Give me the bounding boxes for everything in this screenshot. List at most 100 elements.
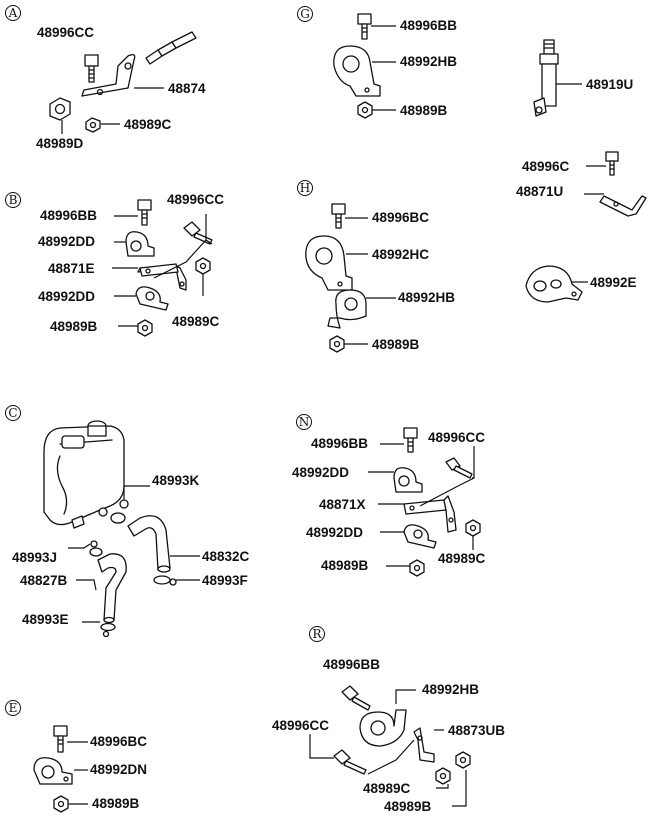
bracket-icon <box>403 495 457 533</box>
bolt-icon <box>333 749 367 775</box>
bolt-icon <box>84 54 99 83</box>
bolt-icon <box>403 427 418 453</box>
bolt-icon <box>357 13 372 40</box>
part-label: 48996CC <box>37 25 94 40</box>
part-label: 48993E <box>22 612 69 627</box>
part-label: 48989B <box>400 103 448 118</box>
section-g: G 48996BB 48992HB 48989B <box>297 6 457 119</box>
part-label: 48993J <box>12 550 57 565</box>
section-marker-e <box>5 700 21 716</box>
part-label: 48992DD <box>38 234 95 249</box>
section-marker-h <box>297 180 313 196</box>
part-label: 48992DD <box>38 289 95 304</box>
section-h: H 48996BC 48992HC 48992HB 48989B <box>297 180 455 353</box>
part-label: 48989D <box>36 136 84 151</box>
clamp-icon <box>333 45 381 97</box>
tube-fitting-icon <box>145 31 197 65</box>
clamp-icon <box>33 757 73 785</box>
misc-parts: 48919U 48996C 48871U 48992E <box>516 39 647 303</box>
clamp-icon <box>135 286 169 311</box>
small-nut-icon <box>85 117 101 133</box>
fitting-icon <box>89 499 129 557</box>
section-e: E 48996BC 48992DN 48989B <box>5 700 147 813</box>
part-label: 48992HB <box>398 290 455 305</box>
part-label: 48827B <box>20 573 68 588</box>
part-label: 48989C <box>172 314 220 329</box>
bracket-icon <box>137 263 187 291</box>
bolt-icon <box>137 199 152 226</box>
part-label: 48989B <box>372 337 420 352</box>
small-nut-icon <box>435 767 451 785</box>
small-nut-icon <box>53 795 69 813</box>
bolt-icon <box>445 457 473 479</box>
section-marker-b <box>5 192 21 208</box>
hose-icon <box>97 553 127 624</box>
part-label: 48992DN <box>90 762 147 777</box>
section-marker-r <box>309 626 325 642</box>
bolt-icon <box>605 151 619 176</box>
part-label: 48996CC <box>428 430 485 445</box>
small-nut-icon <box>455 751 471 769</box>
section-b: B <box>5 192 224 337</box>
part-label: 48996BB <box>40 208 97 223</box>
part-label: 48992E <box>590 275 637 290</box>
part-label: 48989C <box>124 117 172 132</box>
section-marker-a <box>5 5 21 21</box>
part-label: 48874 <box>168 81 206 96</box>
double-clamp-icon <box>525 265 583 303</box>
reservoir-tank-icon <box>43 420 125 529</box>
pressure-switch-icon <box>533 39 559 117</box>
section-letter-e: E <box>9 701 18 715</box>
part-label: 48992HC <box>372 247 429 262</box>
section-letter-g: G <box>300 7 310 21</box>
part-label: 48996CC <box>272 718 329 733</box>
small-nut-icon <box>409 559 425 577</box>
part-label: 48992DD <box>292 465 349 480</box>
bolt-icon <box>53 725 68 753</box>
part-label: 48996BB <box>400 18 457 33</box>
small-nut-icon <box>195 257 211 275</box>
section-marker-n <box>296 414 312 430</box>
part-label: 48992DD <box>306 525 363 540</box>
small-nut-icon <box>357 101 373 119</box>
clamp-icon <box>403 524 437 549</box>
part-label: 48992HB <box>422 682 479 697</box>
hose-clamp-icon <box>100 622 116 638</box>
part-label: 48989B <box>321 558 369 573</box>
section-letter-b: B <box>9 193 18 207</box>
part-label: 48989C <box>363 781 411 796</box>
hose-icon <box>127 515 171 573</box>
small-nut-icon <box>137 319 153 337</box>
section-marker-c <box>5 405 21 421</box>
clamp-icon <box>393 467 423 493</box>
part-label: 48871X <box>319 497 366 512</box>
part-label: 48996CC <box>167 192 224 207</box>
part-label: 48989C <box>438 551 486 566</box>
nut-icon <box>49 97 71 121</box>
clamp-icon <box>327 289 367 329</box>
section-marker-g <box>297 6 313 22</box>
part-label: 48871E <box>48 261 95 276</box>
part-label: 48873UB <box>448 723 505 738</box>
part-label: 48996C <box>522 159 570 174</box>
part-label: 48989B <box>384 799 432 814</box>
section-letter-a: A <box>8 6 18 20</box>
part-label: 48993F <box>202 573 248 588</box>
part-label: 48993K <box>152 473 200 488</box>
clamp-icon <box>359 709 407 747</box>
bracket-icon <box>413 727 435 763</box>
bracket-icon <box>81 54 136 97</box>
part-label: 48996BB <box>311 436 368 451</box>
section-letter-h: H <box>300 181 310 195</box>
part-label: 48919U <box>586 77 633 92</box>
bracket-icon <box>599 195 647 217</box>
small-nut-icon <box>465 519 481 537</box>
clamp-icon <box>305 235 353 291</box>
hose-clamp-icon <box>153 575 177 586</box>
section-a: A 48996CC <box>5 5 206 151</box>
section-letter-r: R <box>312 627 322 641</box>
section-letter-c: C <box>8 406 17 420</box>
part-label: 48871U <box>516 184 563 199</box>
part-label: 48996BC <box>372 210 429 225</box>
